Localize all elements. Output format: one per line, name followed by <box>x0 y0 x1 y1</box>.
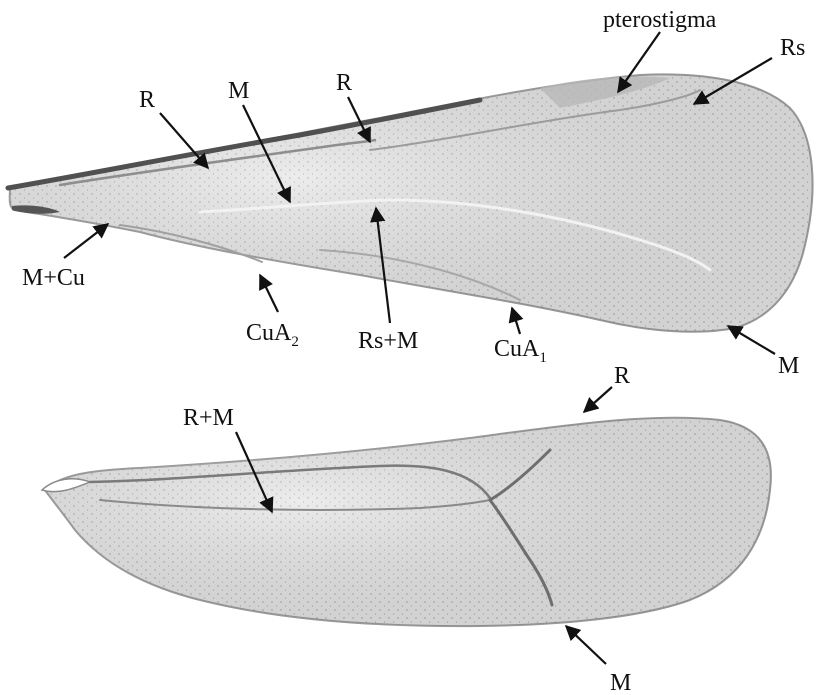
label-cua1-sub: 1 <box>539 350 547 366</box>
arrow-m-cu <box>64 224 108 258</box>
label-hw-m: M <box>610 670 631 695</box>
label-r-basal: R <box>139 87 155 113</box>
arrow-cua2 <box>260 275 278 312</box>
arrow-hw-m <box>566 626 606 664</box>
label-cua1: CuA1 <box>494 336 547 366</box>
forewing <box>8 74 813 331</box>
label-m-basal: M <box>228 78 249 104</box>
label-cua2: CuA2 <box>246 320 299 350</box>
label-hw-r-m: R+M <box>183 405 234 431</box>
arrow-hw-r <box>584 387 612 412</box>
label-cua1-main: CuA <box>494 336 540 362</box>
label-cua2-main: CuA <box>246 320 292 346</box>
label-m-apex: M <box>778 353 799 379</box>
arrow-cua1 <box>512 308 520 334</box>
arrow-m-apex <box>728 326 775 354</box>
label-rs: Rs <box>780 35 805 61</box>
label-r-mid: R <box>336 70 352 96</box>
label-m-cu: M+Cu <box>22 265 85 291</box>
label-pterostigma: pterostigma <box>603 7 717 33</box>
hindwing <box>42 418 771 626</box>
label-hw-r: R <box>614 363 630 389</box>
label-rs-m: Rs+M <box>358 328 418 354</box>
label-cua2-sub: 2 <box>291 334 299 350</box>
